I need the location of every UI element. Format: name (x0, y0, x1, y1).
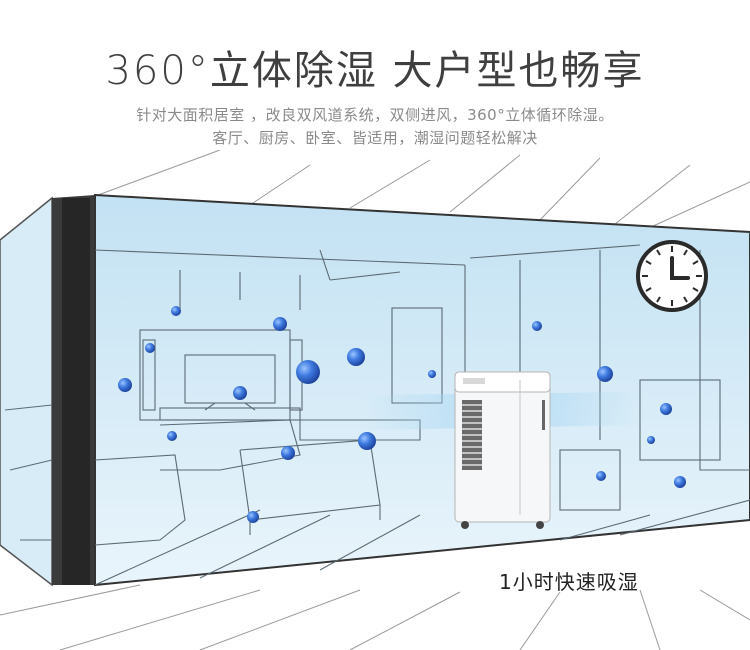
droplet (647, 436, 655, 444)
room-box (94, 193, 750, 587)
caption-fast-dehumidify: 1小时快速吸湿 (499, 570, 639, 594)
droplet (145, 343, 155, 353)
droplet (358, 432, 376, 450)
droplet (347, 348, 365, 366)
droplet (532, 321, 542, 331)
droplet (118, 378, 132, 392)
left-wall (0, 196, 53, 587)
droplet (167, 431, 177, 441)
droplet (674, 476, 686, 488)
outer-perspective-lines (0, 150, 750, 650)
clock-icon (636, 240, 708, 312)
subtitle-line-1: 针对大面积居室 ，改良双风道系统，双侧进风，360°立体循环除湿。 (136, 106, 614, 124)
headline: 360°立体除湿 大户型也畅享 (105, 48, 645, 94)
droplet (660, 403, 672, 415)
droplet (428, 370, 436, 378)
droplet (596, 471, 606, 481)
droplet (296, 360, 320, 384)
droplet (233, 386, 247, 400)
dehumidifier (454, 371, 551, 529)
room-illustration (0, 150, 750, 650)
subtitle-line-2: 客厅、厨房、卧室、皆适用，潮湿问题轻松解决 (212, 129, 538, 147)
droplet (273, 317, 287, 331)
droplet (171, 306, 181, 316)
moisture-droplets (118, 306, 686, 523)
droplet (247, 511, 259, 523)
droplet (281, 446, 295, 460)
droplet (597, 366, 613, 382)
